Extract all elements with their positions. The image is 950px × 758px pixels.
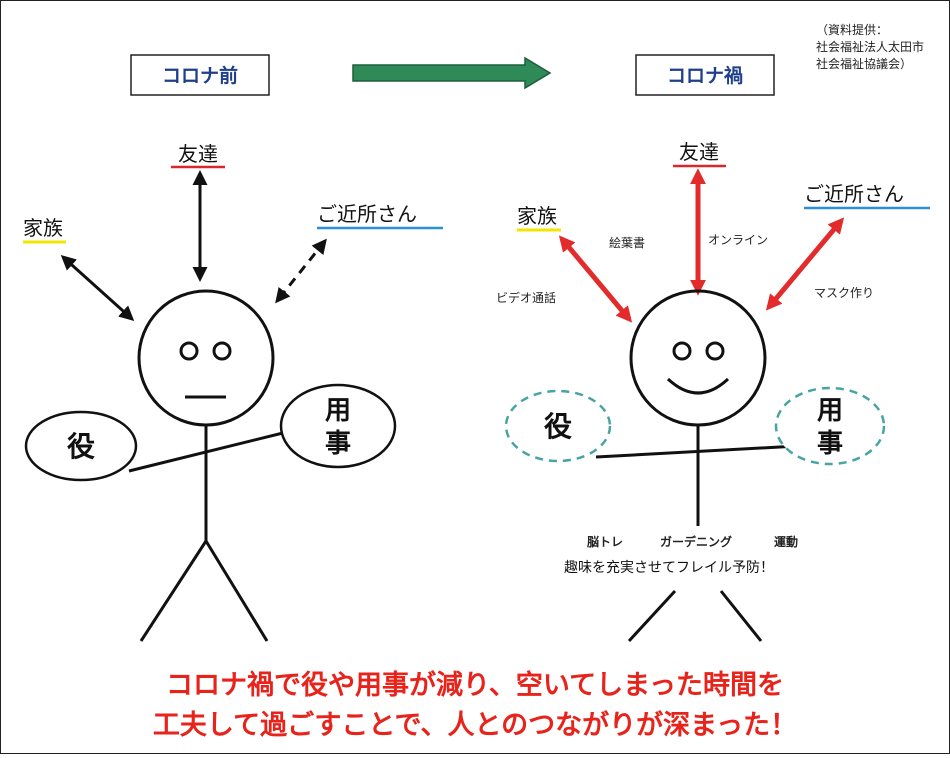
after-family-arrow bbox=[558, 235, 633, 323]
before-role-label: 役 bbox=[67, 430, 95, 463]
before-relations: 友達 家族 ご近所さん bbox=[23, 142, 443, 322]
before-right-leg bbox=[204, 540, 269, 642]
before-family-label: 家族 bbox=[23, 216, 63, 240]
conclusion-line-2: 工夫して過ごすことで、人とのつながりが深まった！ bbox=[153, 709, 797, 741]
before-errand-bubble bbox=[279, 383, 397, 469]
source-line-1: （資料提供： bbox=[816, 22, 888, 37]
before-stick-figure: 役 用 事 bbox=[24, 289, 397, 642]
after-head bbox=[629, 289, 767, 427]
note-online: オンライン bbox=[708, 233, 768, 247]
before-errand-top: 用 bbox=[325, 396, 351, 426]
before-errand-bottom: 事 bbox=[325, 429, 351, 459]
hobby-exercise: 運動 bbox=[774, 534, 798, 549]
after-errand-bubble-dashed bbox=[774, 386, 886, 466]
after-role-bubble-dashed bbox=[504, 389, 612, 463]
before-head bbox=[137, 289, 275, 427]
after-smile bbox=[666, 377, 730, 395]
after-label: コロナ禍 bbox=[667, 64, 743, 87]
after-left-leg bbox=[627, 589, 677, 643]
conclusion-text: コロナ禍で役や用事が減り、空いてしまった時間を 工夫して過ごすことで、人とのつな… bbox=[153, 669, 797, 741]
after-label-box: コロナ禍 bbox=[635, 54, 775, 96]
after-role-label: 役 bbox=[544, 410, 572, 443]
before-friends-label: 友達 bbox=[178, 142, 218, 166]
source-note: （資料提供： 社会福祉法人太田市 社会福祉協議会） bbox=[816, 22, 924, 71]
after-errand-top: 用 bbox=[817, 396, 843, 426]
hobby-gardening: ガーデニング bbox=[660, 534, 732, 549]
hobby-caption: 趣味を充実させてフレイル予防！ bbox=[564, 560, 774, 576]
before-right-eye bbox=[212, 341, 232, 361]
after-neighbors-arrow bbox=[765, 217, 845, 311]
source-line-2: 社会福祉法人太田市 bbox=[816, 39, 924, 54]
note-mask: マスク作り bbox=[814, 286, 874, 300]
before-left-eye bbox=[179, 341, 199, 361]
source-line-3: 社会福祉協議会） bbox=[816, 56, 912, 71]
note-video: ビデオ通話 bbox=[496, 290, 556, 305]
after-arms bbox=[595, 444, 799, 459]
after-left-eye bbox=[672, 341, 692, 361]
after-neighbors-label: ご近所さん bbox=[804, 182, 904, 206]
before-neighbors-label: ご近所さん bbox=[317, 202, 417, 226]
after-relations: 友達 家族 ご近所さん 絵葉書 オンライン ビデオ通話 マスク作り bbox=[496, 140, 930, 323]
after-right-eye bbox=[705, 341, 725, 361]
note-letters: 絵葉書 bbox=[609, 235, 645, 250]
before-label: コロナ前 bbox=[162, 64, 238, 87]
before-neighbors-arrow bbox=[275, 238, 327, 304]
hobby-brain-training: 脳トレ bbox=[587, 534, 623, 549]
conclusion-line-1: コロナ禍で役や用事が減り、空いてしまった時間を bbox=[166, 669, 784, 701]
after-stick-figure: 役 用 事 脳トレ ガーデニング 運動 趣味を充実させてフレイル予防！ bbox=[504, 289, 886, 643]
after-family-label: 家族 bbox=[517, 204, 557, 228]
before-left-leg bbox=[139, 540, 208, 642]
transition-arrow bbox=[352, 56, 552, 90]
after-friends-label: 友達 bbox=[679, 140, 719, 164]
before-label-box: コロナ前 bbox=[130, 54, 270, 96]
after-errand-bottom: 事 bbox=[817, 429, 843, 459]
before-arms bbox=[128, 429, 292, 473]
before-family-arrow bbox=[60, 254, 135, 322]
after-right-leg bbox=[719, 590, 763, 642]
before-role-bubble bbox=[24, 410, 138, 482]
